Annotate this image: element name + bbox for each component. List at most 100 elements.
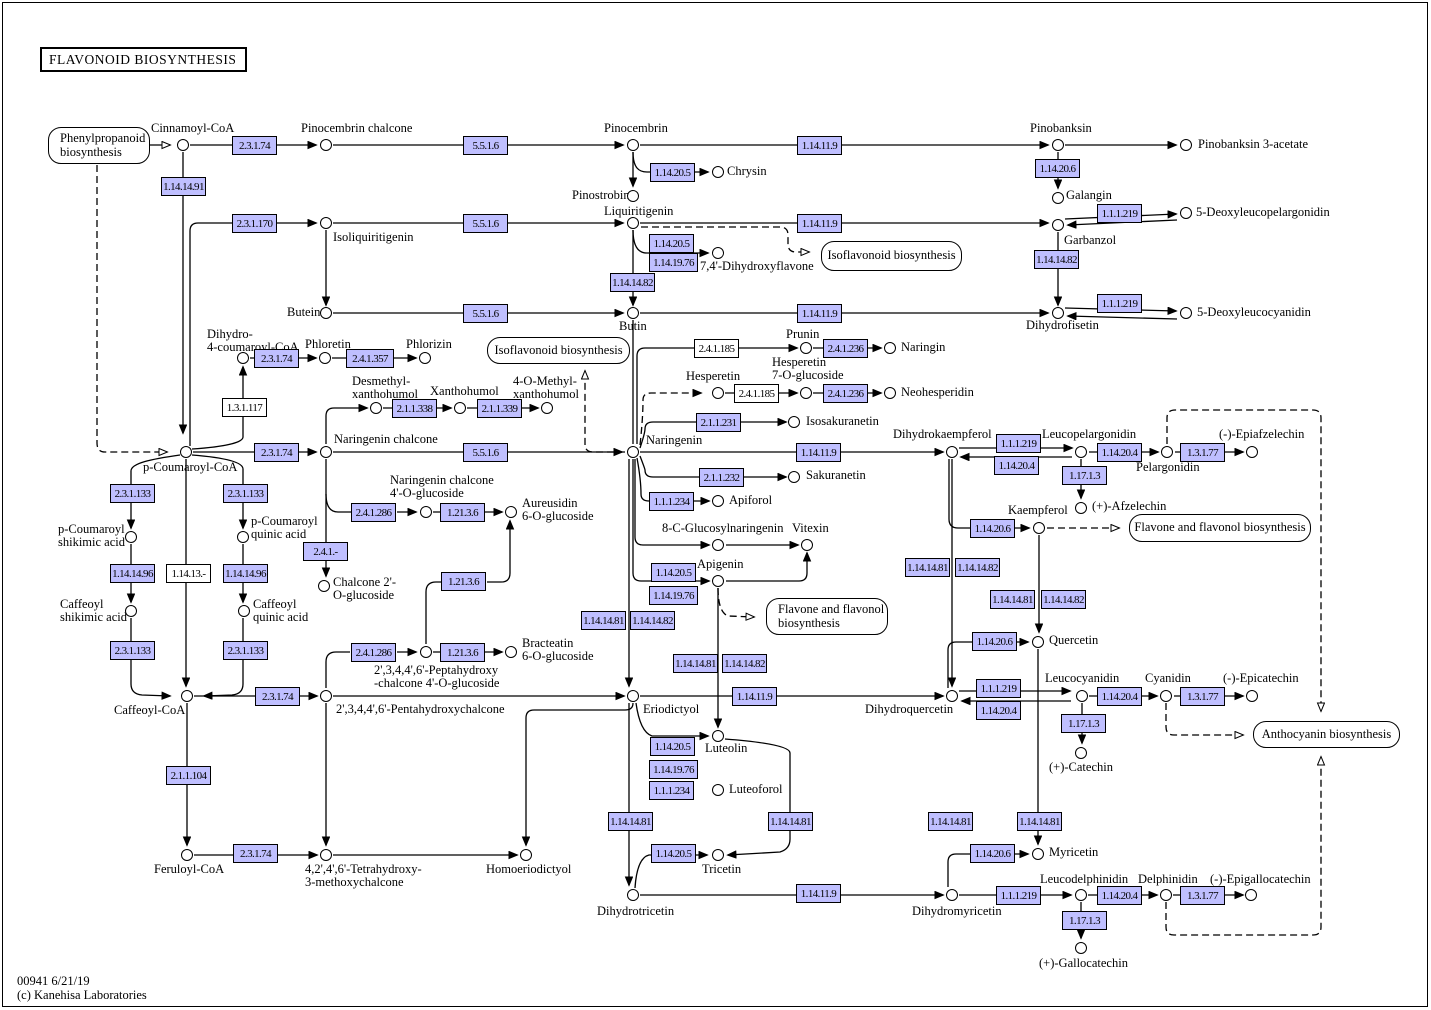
enzyme-1-1-1-219[interactable]: 1.1.1.219 bbox=[1097, 204, 1142, 223]
enzyme-1-14-20-5[interactable]: 1.14.20.5 bbox=[650, 163, 695, 182]
compound-pelargonidin[interactable] bbox=[1161, 446, 1173, 458]
compound-leucopelargonidin[interactable] bbox=[1075, 446, 1087, 458]
enzyme-1-14-20-5[interactable]: 1.14.20.5 bbox=[649, 234, 694, 253]
compound-garbanzol[interactable] bbox=[1052, 219, 1064, 231]
enzyme-1-14-20-6[interactable]: 1.14.20.6 bbox=[970, 844, 1015, 863]
enzyme-1-1-1-219[interactable]: 1.1.1.219 bbox=[976, 679, 1021, 698]
enzyme-2-1-1-338[interactable]: 2.1.1.338 bbox=[392, 399, 437, 418]
enzyme-1-14-20-4[interactable]: 1.14.20.4 bbox=[1097, 443, 1142, 462]
enzyme-2-3-1-133[interactable]: 2.3.1.133 bbox=[223, 641, 268, 660]
compound-p-coumaroyl-coa[interactable] bbox=[180, 446, 192, 458]
compound-naringenin-chalcone-4-o-glucoside[interactable] bbox=[420, 506, 432, 518]
enzyme-1-14-14-81[interactable]: 1.14.14.81 bbox=[1017, 812, 1062, 831]
pathway-link-anthocyanin-biosynthesis[interactable]: Anthocyanin biosynthesis bbox=[1253, 721, 1400, 748]
pathway-link-isoflavonoid-biosynthesis[interactable]: Isoflavonoid biosynthesis bbox=[821, 241, 962, 271]
enzyme-1-14-14-81[interactable]: 1.14.14.81 bbox=[608, 812, 653, 831]
compound-dihydroquercetin[interactable] bbox=[946, 690, 958, 702]
enzyme-1-14-14-82[interactable]: 1.14.14.82 bbox=[1041, 590, 1086, 609]
enzyme-1-14-14-82[interactable]: 1.14.14.82 bbox=[1034, 250, 1079, 269]
compound-galangin[interactable] bbox=[1052, 192, 1064, 204]
enzyme-1-14-11-9[interactable]: 1.14.11.9 bbox=[797, 136, 842, 155]
enzyme-2-3-1-74[interactable]: 2.3.1.74 bbox=[232, 136, 277, 155]
compound-cinnamoyl-coa[interactable] bbox=[177, 139, 189, 151]
compound-pentahydroxychalcone[interactable] bbox=[320, 690, 332, 702]
compound-afzelechin[interactable] bbox=[1075, 502, 1087, 514]
enzyme-1-14-14-81[interactable]: 1.14.14.81 bbox=[581, 611, 626, 630]
enzyme-1-14-14-82[interactable]: 1.14.14.82 bbox=[610, 273, 655, 292]
compound-dihydrofisetin[interactable] bbox=[1052, 307, 1064, 319]
enzyme-1-14-14-91[interactable]: 1.14.14.91 bbox=[161, 177, 206, 196]
compound-luteoforol[interactable] bbox=[712, 784, 724, 796]
enzyme-2-3-1-170[interactable]: 2.3.1.170 bbox=[232, 214, 277, 233]
enzyme-1-3-1-77[interactable]: 1.3.1.77 bbox=[1180, 687, 1225, 706]
compound-chalcone-2-o-glucoside[interactable] bbox=[318, 580, 330, 592]
enzyme-1-3-1-77[interactable]: 1.3.1.77 bbox=[1180, 886, 1225, 905]
enzyme-2-3-1-74[interactable]: 2.3.1.74 bbox=[254, 349, 299, 368]
compound-luteolin[interactable] bbox=[712, 730, 724, 742]
compound-eriodictyol[interactable] bbox=[627, 690, 639, 702]
compound-hesperetin[interactable] bbox=[712, 387, 724, 399]
enzyme-1-14-13[interactable]: 1.14.13.- bbox=[166, 564, 211, 583]
compound-naringenin[interactable] bbox=[627, 446, 639, 458]
compound-naringenin-chalcone[interactable] bbox=[320, 446, 332, 458]
pathway-link-flavone-and-flavonol-biosynthesis[interactable]: Flavone and flavonol biosynthesis bbox=[766, 598, 888, 635]
enzyme-1-14-20-6[interactable]: 1.14.20.6 bbox=[972, 632, 1017, 651]
compound-dihydromyricetin[interactable] bbox=[946, 889, 958, 901]
enzyme-2-4-1-286[interactable]: 2.4.1.286 bbox=[351, 643, 396, 662]
enzyme-2-1-1-104[interactable]: 2.1.1.104 bbox=[166, 766, 211, 785]
enzyme-2-3-1-74[interactable]: 2.3.1.74 bbox=[255, 687, 300, 706]
enzyme-1-14-20-5[interactable]: 1.14.20.5 bbox=[651, 844, 696, 863]
enzyme-2-4-1-185[interactable]: 2.4.1.185 bbox=[694, 339, 739, 358]
enzyme-1-14-14-96[interactable]: 1.14.14.96 bbox=[110, 564, 155, 583]
compound-pinocembrin-chalcone[interactable] bbox=[320, 139, 332, 151]
compound-chrysin[interactable] bbox=[712, 166, 724, 178]
compound-epigallocatechin[interactable] bbox=[1245, 889, 1257, 901]
compound-isoliquiritigenin[interactable] bbox=[320, 217, 332, 229]
compound-xanthohumol[interactable] bbox=[454, 402, 466, 414]
enzyme-1-1-1-219[interactable]: 1.1.1.219 bbox=[996, 434, 1041, 453]
enzyme-1-14-20-4[interactable]: 1.14.20.4 bbox=[976, 701, 1021, 720]
enzyme-1-14-19-76[interactable]: 1.14.19.76 bbox=[649, 253, 698, 272]
compound-hesperetin-7-o-glucoside[interactable] bbox=[800, 387, 812, 399]
compound-caffeoyl-coa[interactable] bbox=[181, 690, 193, 702]
compound-homoeriodictyol[interactable] bbox=[520, 849, 532, 861]
compound-feruloyl-coa[interactable] bbox=[181, 849, 193, 861]
enzyme-1-14-14-81[interactable]: 1.14.14.81 bbox=[928, 812, 973, 831]
compound-dihydrokaempferol[interactable] bbox=[946, 446, 958, 458]
compound-kaempferol[interactable] bbox=[1033, 522, 1045, 534]
compound-apigenin[interactable] bbox=[712, 575, 724, 587]
compound-bracteatin-6-o-glucoside[interactable] bbox=[505, 646, 517, 658]
enzyme-5-5-1-6[interactable]: 5.5.1.6 bbox=[463, 136, 508, 155]
enzyme-1-14-14-81[interactable]: 1.14.14.81 bbox=[990, 590, 1035, 609]
compound-isosakuranetin[interactable] bbox=[788, 416, 800, 428]
enzyme-2-3-1-74[interactable]: 2.3.1.74 bbox=[233, 844, 278, 863]
enzyme-1-14-11-9[interactable]: 1.14.11.9 bbox=[796, 443, 841, 462]
pathway-link-flavone-and-flavonol-biosynthesis[interactable]: Flavone and flavonol biosynthesis bbox=[1129, 514, 1311, 542]
enzyme-1-3-1-77[interactable]: 1.3.1.77 bbox=[1180, 443, 1225, 462]
enzyme-1-17-1-3[interactable]: 1.17.1.3 bbox=[1061, 714, 1106, 733]
pathway-link-phenylpropanoid-biosynthesis[interactable]: Phenylpropanoid biosynthesis bbox=[48, 127, 150, 164]
enzyme-2-4-1-357[interactable]: 2.4.1.357 bbox=[346, 349, 394, 368]
compound-caffeoyl-shikimic-acid[interactable] bbox=[125, 605, 137, 617]
compound-leucocyanidin[interactable] bbox=[1076, 690, 1088, 702]
compound-peptahydroxychalcone-4-o-glucoside[interactable] bbox=[420, 646, 432, 658]
compound-gallocatechin[interactable] bbox=[1075, 942, 1087, 954]
compound-quercetin[interactable] bbox=[1032, 636, 1044, 648]
enzyme-1-1-1-234[interactable]: 1.1.1.234 bbox=[649, 781, 694, 800]
enzyme-1-14-20-6[interactable]: 1.14.20.6 bbox=[1035, 159, 1080, 178]
compound-butein[interactable] bbox=[320, 307, 332, 319]
pathway-link-isoflavonoid-biosynthesis[interactable]: Isoflavonoid biosynthesis bbox=[487, 337, 630, 364]
compound-myricetin[interactable] bbox=[1032, 848, 1044, 860]
compound-p-coumaroyl-quinic-acid[interactable] bbox=[237, 531, 249, 543]
enzyme-1-14-14-96[interactable]: 1.14.14.96 bbox=[223, 564, 268, 583]
enzyme-1-14-20-4[interactable]: 1.14.20.4 bbox=[1097, 687, 1142, 706]
compound-desmethylxanthohumol[interactable] bbox=[370, 402, 382, 414]
compound-dihydro-4-coumaroyl-coa[interactable] bbox=[237, 352, 249, 364]
enzyme-2-1-1-232[interactable]: 2.1.1.232 bbox=[699, 468, 744, 487]
enzyme-1-14-19-76[interactable]: 1.14.19.76 bbox=[649, 760, 698, 779]
compound-leucodelphinidin[interactable] bbox=[1075, 889, 1087, 901]
enzyme-5-5-1-6[interactable]: 5.5.1.6 bbox=[463, 304, 508, 323]
enzyme-1-14-20-6[interactable]: 1.14.20.6 bbox=[970, 519, 1015, 538]
enzyme-1-14-11-9[interactable]: 1.14.11.9 bbox=[797, 214, 842, 233]
enzyme-1-14-14-81[interactable]: 1.14.14.81 bbox=[768, 812, 813, 831]
